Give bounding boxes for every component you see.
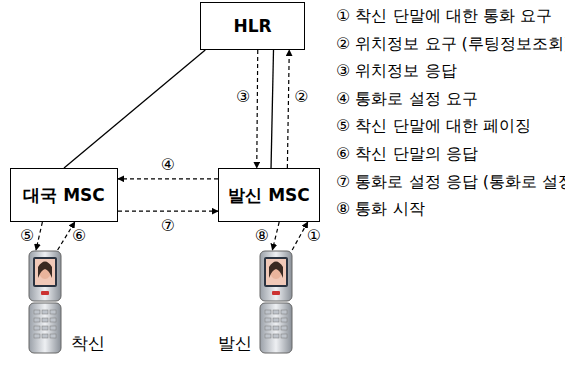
switch-box: 발신 MSC xyxy=(218,168,320,222)
signal-arrow xyxy=(256,50,258,168)
callout-number: ④ xyxy=(160,157,176,173)
step-note: ③ 위치정보 응답 xyxy=(336,61,457,82)
switch-box: 대국 MSC xyxy=(10,168,118,222)
signal-arrow xyxy=(272,222,279,250)
signal-arrow xyxy=(287,50,289,168)
box-label: HLR xyxy=(233,16,271,36)
signal-arrow xyxy=(118,178,218,179)
step-note: ② 위치정보 요구 (루팅정보조회) xyxy=(336,34,565,55)
link-line xyxy=(64,50,205,168)
step-note: ④ 통화로 설정 요구 xyxy=(336,89,478,110)
callout-number: ③ xyxy=(235,89,251,105)
step-note: ⑥ 착신 단말의 응답 xyxy=(336,144,478,165)
terminal-label: 발신 xyxy=(218,332,252,355)
callout-number: ① xyxy=(306,228,322,244)
step-note: ① 착신 단말에 대한 통화 요구 xyxy=(336,6,552,27)
callout-number: ② xyxy=(293,89,309,105)
signal-arrow xyxy=(36,222,42,250)
phone-terminal: 발신 xyxy=(258,250,294,355)
step-note: ⑧ 통화 시작 xyxy=(336,199,425,220)
callout-number: ⑦ xyxy=(160,218,176,234)
terminal-label: 착신 xyxy=(71,332,105,355)
phone-terminal: 착신 xyxy=(27,250,63,355)
callout-number: ⑧ xyxy=(254,228,270,244)
box-label: 대국 MSC xyxy=(23,184,105,207)
step-note: ⑦ 통화로 설정 응답 (통화로 설정) xyxy=(336,172,565,193)
callout-number: ⑥ xyxy=(71,228,87,244)
database-box: HLR xyxy=(200,2,305,50)
phone-illustration xyxy=(258,250,294,355)
step-note: ⑤ 착신 단말에 대한 페이징 xyxy=(336,116,531,137)
link-line xyxy=(271,50,273,168)
box-label: 발신 MSC xyxy=(228,184,310,207)
callout-number: ⑤ xyxy=(19,228,35,244)
phone-illustration xyxy=(27,250,63,355)
signal-arrow xyxy=(118,211,218,212)
